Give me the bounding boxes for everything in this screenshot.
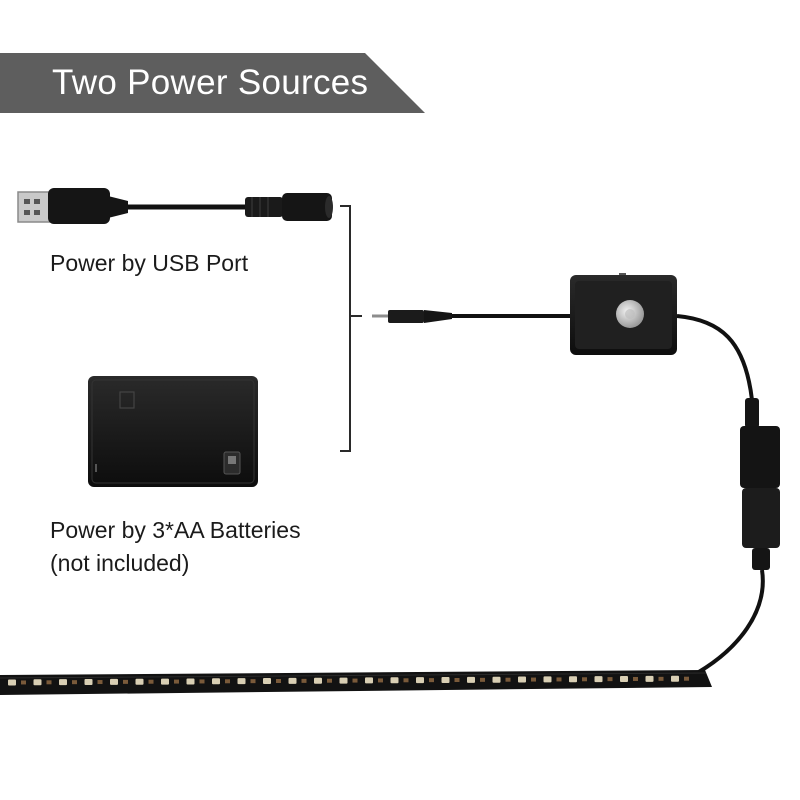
led-resistor <box>46 680 52 685</box>
led-chip <box>135 678 144 685</box>
led-chip <box>59 679 67 686</box>
led-chip <box>237 678 246 685</box>
bracket-divider <box>340 205 362 452</box>
led-resistor <box>684 676 689 681</box>
led-resistor <box>454 677 460 682</box>
led-chip <box>8 679 16 686</box>
led-resistor <box>21 680 26 685</box>
led-chip <box>365 677 373 684</box>
battery-note: (not included) <box>50 550 190 576</box>
led-chip <box>339 677 348 684</box>
led-chip <box>212 678 220 685</box>
led-resistor <box>378 678 383 683</box>
led-resistor <box>633 676 638 681</box>
led-resistor <box>199 679 205 684</box>
led-chip <box>467 676 475 683</box>
battery-box-icon <box>88 376 258 487</box>
usb-cable-icon <box>17 188 333 224</box>
led-resistor <box>352 678 358 683</box>
led-resistor <box>658 676 664 681</box>
led-resistor <box>403 678 409 683</box>
led-resistor <box>174 679 179 684</box>
led-chip <box>84 679 93 686</box>
led-resistor <box>123 679 128 684</box>
led-chip <box>288 677 297 684</box>
led-resistor <box>531 677 536 682</box>
title-banner <box>0 53 425 113</box>
led-chip <box>416 677 424 684</box>
led-resistor <box>505 677 511 682</box>
led-chip <box>314 677 322 684</box>
motion-sensor-icon <box>372 273 780 679</box>
led-resistor <box>72 680 77 685</box>
led-chip <box>594 676 603 683</box>
led-resistor <box>276 679 281 684</box>
banner-title: Two Power Sources <box>52 63 369 102</box>
led-chip <box>620 675 628 682</box>
led-chip <box>518 676 526 683</box>
led-chip <box>492 676 501 683</box>
led-resistor <box>225 679 230 684</box>
led-resistor <box>301 678 307 683</box>
led-chip <box>441 676 450 683</box>
led-resistor <box>429 678 434 683</box>
led-resistor <box>582 677 587 682</box>
led-chip <box>110 678 118 685</box>
led-chip <box>569 676 577 683</box>
led-resistor <box>480 677 485 682</box>
led-resistor <box>556 677 562 682</box>
led-chip <box>186 678 195 685</box>
led-resistor <box>327 678 332 683</box>
usb-power-caption: Power by USB Port <box>50 250 249 276</box>
led-chip <box>671 675 679 682</box>
led-resistor <box>250 679 256 684</box>
led-chip <box>390 677 399 684</box>
led-resistor <box>148 679 154 684</box>
led-chips <box>8 675 689 686</box>
led-chip <box>263 678 271 685</box>
led-resistor <box>607 677 613 682</box>
led-chip <box>33 679 42 686</box>
led-chip <box>645 675 654 682</box>
battery-power-caption: Power by 3*AA Batteries <box>50 517 301 543</box>
led-resistor <box>97 680 103 685</box>
led-chip <box>161 678 169 685</box>
led-chip <box>543 676 552 683</box>
